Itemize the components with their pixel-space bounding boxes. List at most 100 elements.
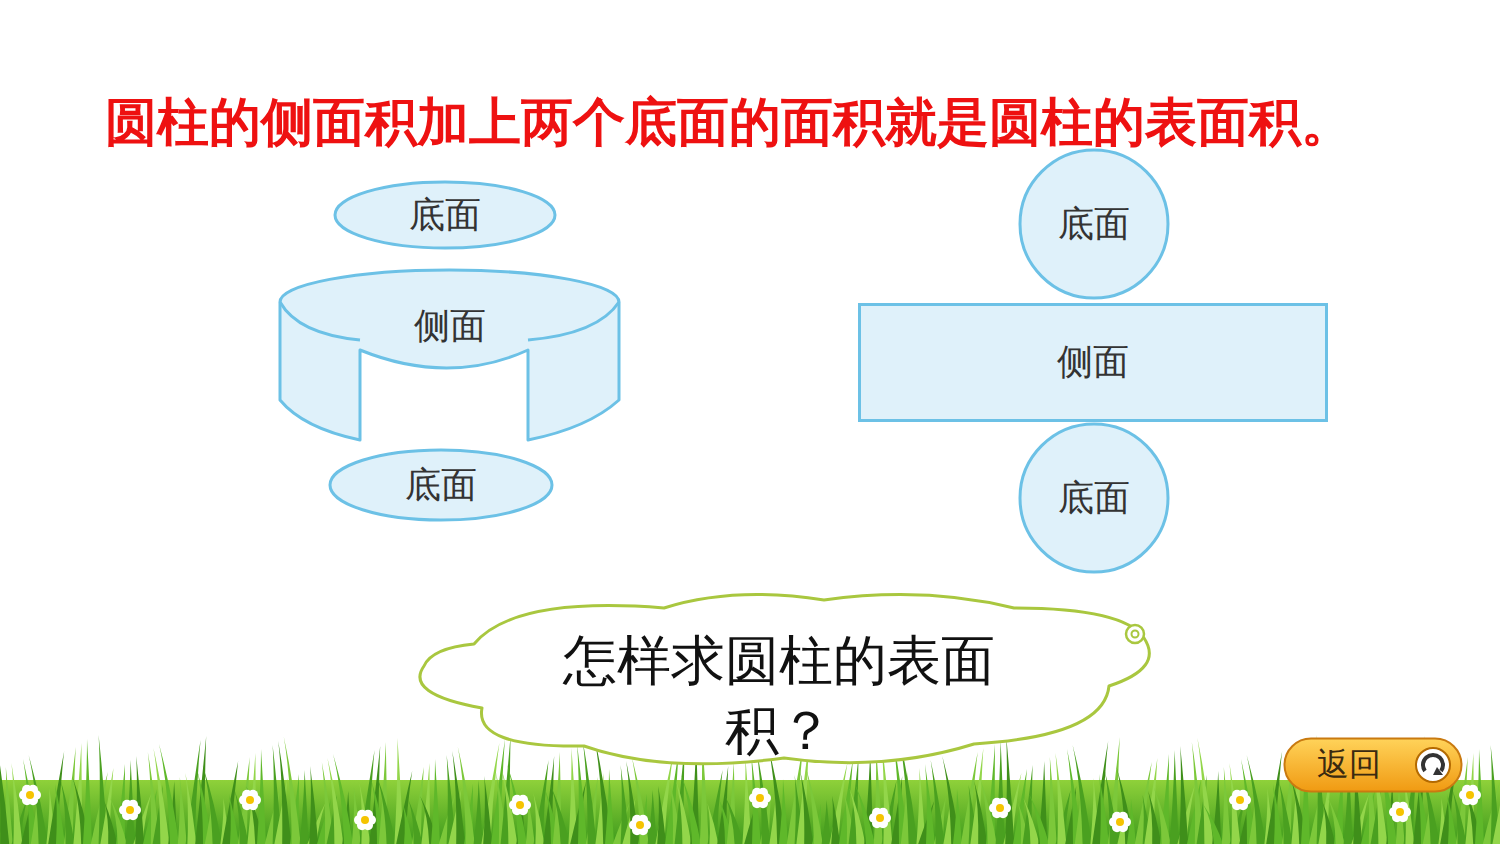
band-front-edge — [528, 302, 619, 340]
grass-blade — [1105, 770, 1119, 844]
grass-blade — [1179, 746, 1188, 844]
grass-blade — [779, 779, 788, 844]
grass-blade — [725, 795, 744, 844]
grass-blade — [707, 803, 718, 844]
grass-blade — [474, 780, 483, 844]
grass-blade — [1222, 767, 1231, 844]
base-ellipse: 底面 — [328, 448, 554, 522]
cloud-spiral — [1132, 631, 1139, 638]
grass-blade — [300, 770, 309, 844]
flower-center — [876, 814, 884, 822]
face-label: 底面 — [405, 461, 477, 510]
grass-blade — [1073, 745, 1092, 844]
flower-center — [996, 804, 1004, 812]
grass-blade — [583, 740, 597, 844]
grass-blade — [1279, 780, 1293, 844]
grass-blade — [104, 801, 117, 844]
grass-blade — [681, 774, 701, 844]
grass-blade — [822, 800, 831, 844]
grass-blade — [831, 796, 840, 844]
flower-center — [756, 794, 764, 802]
grass-blade — [1322, 801, 1335, 844]
base-ellipse: 底面 — [333, 180, 557, 250]
grass-blade — [309, 766, 318, 844]
question-text: 怎样求圆柱的表面积？ — [539, 626, 1019, 766]
grass-blade — [11, 763, 22, 844]
grass-blade — [1154, 787, 1171, 844]
ellipse-outline — [1020, 150, 1168, 298]
back-button: 返回 — [1283, 737, 1463, 793]
rect-outline — [860, 305, 1327, 421]
grass-blade — [931, 760, 945, 844]
side-rectangle: 侧面 — [858, 303, 1328, 422]
grass-blade — [849, 788, 865, 844]
thought-cloud: 怎样求圆柱的表面积？ — [404, 586, 1154, 780]
flower-center — [26, 791, 34, 799]
grass-blade — [1092, 741, 1108, 844]
grass-blade — [1029, 794, 1049, 844]
button-label: 返回 — [1317, 743, 1381, 787]
grass-blade — [657, 786, 666, 844]
grass-blade — [1005, 736, 1014, 844]
face-label: 底面 — [1058, 200, 1130, 249]
button-icon-arrow — [1423, 755, 1443, 771]
grass-blade — [1328, 797, 1345, 844]
grass-blade — [974, 781, 987, 844]
ellipse-outline — [1020, 424, 1168, 572]
grass-blade — [996, 740, 1005, 844]
grass-blade — [551, 785, 570, 844]
grass-blade — [431, 759, 440, 844]
grass-blade — [377, 775, 396, 844]
grass-blade — [1492, 778, 1500, 844]
grass-blade — [1023, 798, 1039, 844]
button-icon-arrow — [1433, 767, 1443, 775]
ellipse-outline — [330, 450, 552, 520]
grass-blade — [483, 776, 492, 844]
grass-blade — [648, 790, 657, 844]
button-icon — [1416, 748, 1450, 782]
flower-center — [1236, 796, 1244, 804]
grass-blade — [409, 800, 423, 844]
grass-blade — [458, 747, 475, 844]
grass-blade — [135, 756, 144, 844]
grass-blade — [632, 757, 649, 844]
flower-center — [361, 816, 369, 824]
grass-blade — [159, 744, 179, 844]
base-circle: 底面 — [1018, 148, 1170, 300]
flower-center — [1396, 808, 1404, 816]
cloud-spiral — [1126, 625, 1144, 643]
grass-blade — [1170, 750, 1179, 844]
grass-blade — [178, 777, 187, 844]
grass-blade — [1197, 738, 1213, 844]
grass-blade — [185, 773, 196, 844]
ellipse-outline — [335, 182, 555, 248]
grass-blade — [675, 778, 691, 844]
grass-blade — [800, 771, 813, 844]
face-label: 底面 — [409, 191, 481, 240]
side-band-outline — [278, 268, 621, 443]
grass-blade — [333, 754, 353, 844]
band-front-edge — [280, 302, 360, 340]
grass-blade — [605, 769, 614, 844]
grass-blade — [507, 764, 527, 844]
flower-center — [126, 806, 134, 814]
grass-blade — [1148, 791, 1161, 844]
flower-center — [516, 801, 524, 809]
face-label: 侧面 — [1057, 338, 1129, 387]
band-body — [280, 270, 619, 440]
grass-blade — [48, 751, 64, 844]
grass-blade — [1203, 804, 1223, 844]
grass-blade — [83, 739, 92, 844]
grass-blade — [452, 751, 465, 844]
flower-center — [636, 821, 644, 829]
grass-blade — [806, 767, 823, 844]
grass-blade — [1266, 751, 1282, 844]
grass-blade — [278, 741, 291, 844]
flower-center — [1116, 818, 1124, 826]
base-circle: 底面 — [1018, 422, 1170, 574]
grass-blade — [61, 780, 75, 844]
grass-blade — [533, 793, 544, 844]
grass-blade — [1048, 757, 1057, 844]
face-label: 侧面 — [414, 302, 486, 351]
